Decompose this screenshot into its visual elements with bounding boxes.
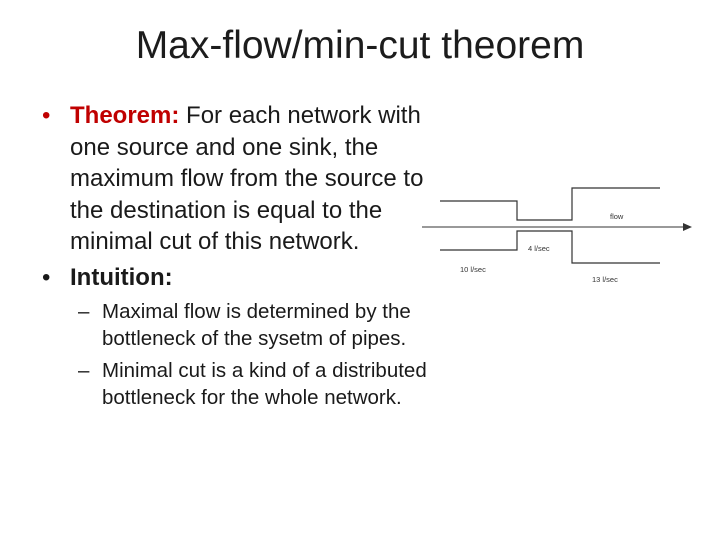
pipe-upper-wall	[440, 187, 660, 221]
slide-title: Max-flow/min-cut theorem	[135, 24, 585, 67]
flow-label: flow	[610, 212, 624, 221]
pipe-label-13: 13 l/sec	[592, 275, 618, 284]
intuition-bullet: • Intuition:	[40, 262, 430, 294]
sub-bullet-minimal-cut: –Minimal cut is a kind of a distributed …	[40, 358, 430, 411]
pipe-flow-diagram: flow 10 l/sec 4 l/sec 13 l/sec	[420, 170, 700, 300]
bullet-dot: •	[42, 263, 51, 291]
sub-bullet-dash: –	[78, 300, 90, 323]
slide-body: • Theorem: For each network with one sour…	[40, 100, 430, 411]
theorem-keyword: Theorem:	[70, 102, 180, 129]
pipe-label-10: 10 l/sec	[460, 265, 486, 274]
sub-bullet-text: Minimal cut is a kind of a distributed b…	[102, 359, 427, 409]
intuition-keyword: Intuition:	[70, 263, 173, 291]
sub-bullet-dash: –	[78, 359, 90, 382]
flow-arrowhead-icon	[683, 223, 692, 231]
bullet-dot: •	[42, 102, 51, 129]
pipe-diagram-svg: flow 10 l/sec 4 l/sec 13 l/sec	[422, 187, 692, 284]
theorem-bullet: • Theorem: For each network with one sour…	[40, 100, 430, 258]
pipe-lower-wall	[440, 230, 660, 264]
sub-bullet-text: Maximal flow is determined by the bottle…	[102, 300, 411, 350]
theorem-text: For each network with one source and one…	[70, 102, 424, 255]
pipe-label-4: 4 l/sec	[528, 244, 550, 253]
sub-bullet-maximal-flow: –Maximal flow is determined by the bottl…	[40, 299, 430, 352]
